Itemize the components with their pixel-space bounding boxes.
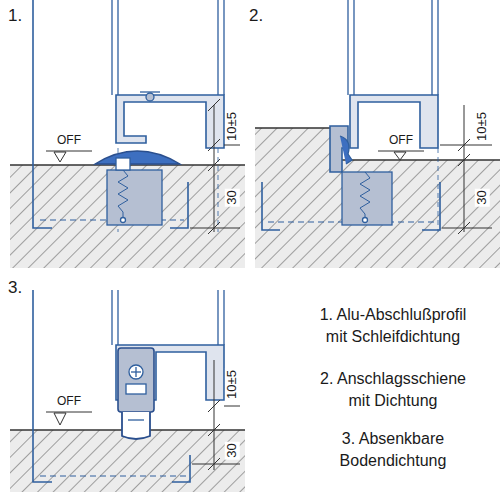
panel-number: 3.	[8, 278, 22, 298]
caption-text: 1. Alu-Abschlußprofil mit Schleifdichtun…	[309, 304, 477, 348]
panel-number: 2.	[249, 6, 263, 26]
panel-number: 1.	[8, 6, 22, 26]
caption-text: 3. Absenkbare Bodendichtung	[309, 428, 477, 472]
dimension: 10±5	[225, 110, 240, 143]
dimension: 30	[225, 188, 240, 206]
caption-text: 2. Anschlagsschiene mit Dichtung	[309, 368, 477, 412]
dimension: 10±5	[225, 368, 240, 401]
dimension: 30	[225, 441, 240, 459]
dimension: 30	[475, 188, 490, 206]
floor-level-mark: OFF	[57, 134, 81, 148]
floor-level-mark: OFF	[57, 395, 81, 409]
floor-level-mark: OFF	[389, 134, 413, 148]
dimension: 10±5	[475, 110, 490, 143]
floor-hatch	[255, 128, 500, 268]
floor-hatch	[10, 165, 245, 268]
